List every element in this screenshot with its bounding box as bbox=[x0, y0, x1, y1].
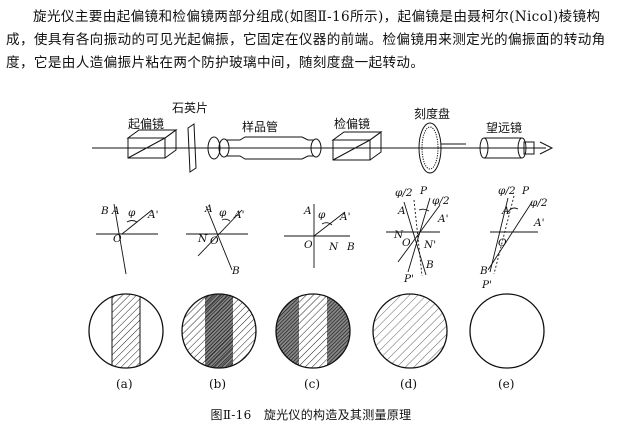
vector-diagram-e bbox=[487, 195, 538, 275]
label-e-O: O bbox=[498, 237, 507, 249]
label-dial: 刻度盘 bbox=[414, 106, 450, 121]
apparatus-labels: 起偏镜 石英片 样品管 检偏镜 刻度盘 望远镜 bbox=[128, 101, 522, 135]
field-view-d bbox=[372, 293, 448, 369]
sample-tube bbox=[207, 136, 322, 160]
label-b-A: A bbox=[204, 203, 213, 215]
label-d-phi-half-left: φ/2 bbox=[395, 187, 413, 199]
vector-diagram-b bbox=[186, 205, 248, 271]
intro-paragraph: 旋光仪主要由起偏镜和检偏镜两部分组成(如图Ⅱ-16所示)，起偏镜是由聂柯尔(Ni… bbox=[6, 9, 606, 71]
dial bbox=[418, 122, 466, 174]
polarizer-prism bbox=[126, 129, 178, 159]
label-b-phi: φ bbox=[219, 207, 227, 219]
label-e-B: B bbox=[479, 265, 488, 277]
label-e-A: A bbox=[501, 205, 510, 217]
field-label-e: (e) bbox=[498, 377, 514, 391]
label-a-B: B bbox=[100, 205, 109, 217]
vector-labels: B A φ A' O A φ A' N O B A φ A' O N B φ/2… bbox=[100, 185, 548, 291]
telescope bbox=[479, 137, 535, 159]
field-label-a: (a) bbox=[116, 377, 133, 391]
vector-diagram-c bbox=[284, 204, 350, 268]
vector-diagram-a bbox=[96, 203, 158, 275]
field-view-b bbox=[181, 293, 257, 369]
label-c-N: N bbox=[328, 241, 339, 253]
label-d-N: N bbox=[393, 229, 404, 241]
label-d-Nprime: N' bbox=[423, 239, 436, 251]
label-c-O: O bbox=[304, 239, 313, 251]
field-view-a bbox=[88, 293, 164, 369]
label-a-A: A bbox=[111, 205, 120, 217]
label-a-O: O bbox=[113, 233, 122, 245]
label-c-B: B bbox=[346, 241, 355, 253]
label-a-phi: φ bbox=[128, 207, 136, 219]
quartz-plate bbox=[187, 123, 197, 173]
label-b-Aprime: A' bbox=[233, 209, 244, 221]
label-d-B: B bbox=[425, 259, 434, 271]
label-c-Aprime: A' bbox=[339, 211, 350, 223]
label-polarizer: 起偏镜 bbox=[128, 116, 164, 131]
label-e-phi-half-right: φ/2 bbox=[530, 197, 548, 209]
label-d-phi-half-right: φ/2 bbox=[432, 195, 450, 207]
label-a-Aprime: A' bbox=[147, 209, 158, 221]
label-c-A: A bbox=[303, 205, 312, 217]
field-labels: (a) (b) (c) (d) (e) bbox=[116, 377, 514, 391]
arrow-icon bbox=[539, 141, 554, 155]
label-quartz: 石英片 bbox=[172, 101, 208, 115]
label-e-Pprime: P' bbox=[481, 279, 492, 291]
field-view-c bbox=[275, 293, 351, 369]
label-e-Aprime: A' bbox=[533, 217, 544, 229]
field-label-d: (d) bbox=[400, 377, 417, 391]
field-view-e bbox=[469, 293, 545, 369]
field-label-b: (b) bbox=[209, 377, 226, 391]
label-c-phi: φ bbox=[318, 209, 326, 221]
label-d-O: O bbox=[402, 237, 411, 249]
label-b-N: N bbox=[197, 233, 208, 245]
label-telescope: 望远镜 bbox=[486, 120, 522, 135]
label-b-O: O bbox=[210, 235, 219, 247]
label-b-B: B bbox=[231, 265, 240, 277]
field-label-c: (c) bbox=[304, 377, 320, 391]
label-d-Pprime: P' bbox=[403, 273, 414, 285]
label-d-P: P bbox=[419, 185, 428, 197]
vector-diagram-d bbox=[386, 197, 441, 277]
label-analyzer: 检偏镜 bbox=[334, 116, 370, 131]
apparatus bbox=[92, 122, 554, 174]
label-d-A: A bbox=[397, 205, 406, 217]
figure-caption: 图Ⅱ-16 旋光仪的构造及其测量原理 bbox=[210, 408, 412, 422]
label-e-P: P bbox=[521, 185, 530, 197]
label-e-phi-half-left: φ/2 bbox=[498, 185, 516, 197]
label-d-Aprime: A' bbox=[437, 213, 448, 225]
analyzer-prism bbox=[331, 131, 383, 161]
label-sample-tube: 样品管 bbox=[242, 119, 278, 134]
